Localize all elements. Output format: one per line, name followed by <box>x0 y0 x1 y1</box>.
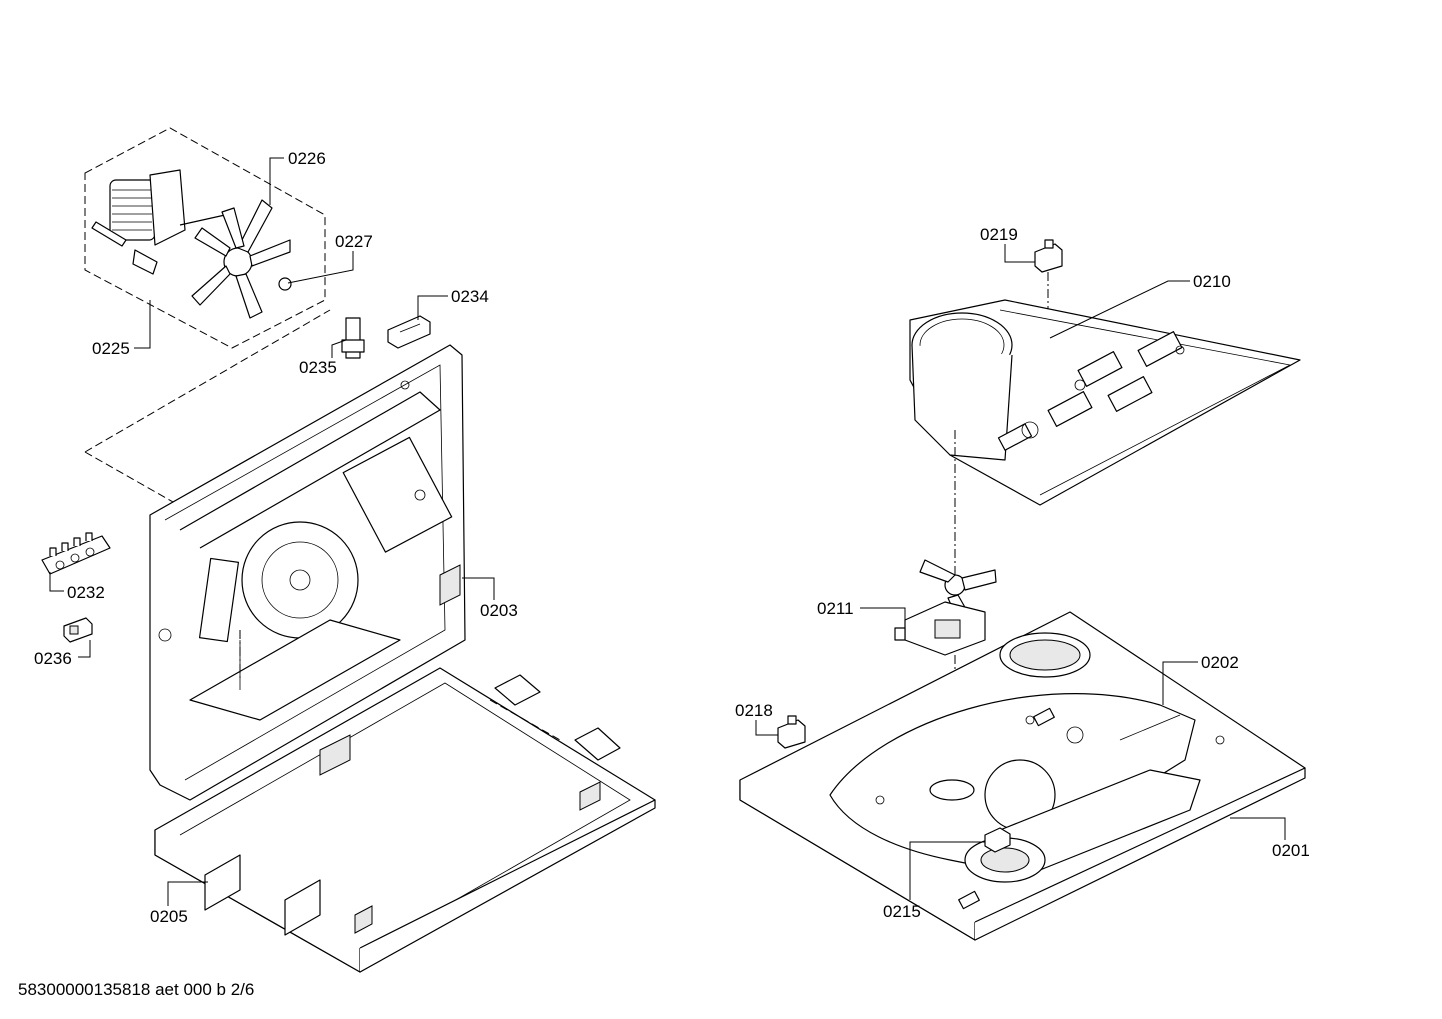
callout-0219: 0219 <box>980 225 1018 244</box>
thermostat-0219 <box>1034 239 1063 273</box>
thermostat-0218 <box>777 715 806 749</box>
callout-0218: 0218 <box>735 701 773 720</box>
callout-labels: 0226 0227 0225 0234 0235 0232 0236 0203 … <box>34 149 1310 926</box>
part-0236 <box>63 617 93 643</box>
callout-0234: 0234 <box>451 287 489 306</box>
callout-0210: 0210 <box>1193 272 1231 291</box>
callout-0205: 0205 <box>150 907 188 926</box>
callout-0211: 0211 <box>817 599 854 618</box>
callout-0232: 0232 <box>67 583 105 602</box>
cooling-fan-motor-0211 <box>894 559 997 656</box>
nut-0227 <box>278 277 292 291</box>
callout-0202: 0202 <box>1201 653 1239 672</box>
projection-line <box>84 309 331 453</box>
base-plate-0201 <box>739 611 1306 941</box>
leader-lines <box>49 157 1286 906</box>
callout-0226: 0226 <box>288 149 326 168</box>
bottom-tray-0205 <box>154 667 656 973</box>
part-0234 <box>387 315 431 349</box>
fan-motor-group-0225 <box>84 127 326 349</box>
callout-0215: 0215 <box>883 902 921 921</box>
callout-0227: 0227 <box>335 232 373 251</box>
fan-impeller-0226 <box>191 199 291 319</box>
callout-0201: 0201 <box>1272 841 1310 860</box>
callout-0203: 0203 <box>480 601 518 620</box>
fan-motor-0225 <box>91 169 226 275</box>
document-id-footer: 58300000135818 aet 000 b 2/6 <box>18 980 255 999</box>
callout-0236: 0236 <box>34 649 72 668</box>
callout-0235: 0235 <box>299 358 337 377</box>
terminal-block-0232 <box>41 532 111 575</box>
part-0235 <box>341 317 365 359</box>
callout-0225: 0225 <box>92 339 130 358</box>
cooling-duct-housing-0210 <box>909 299 1301 506</box>
back-panel-0203 <box>149 344 466 801</box>
bracket-0215 <box>984 827 1011 853</box>
